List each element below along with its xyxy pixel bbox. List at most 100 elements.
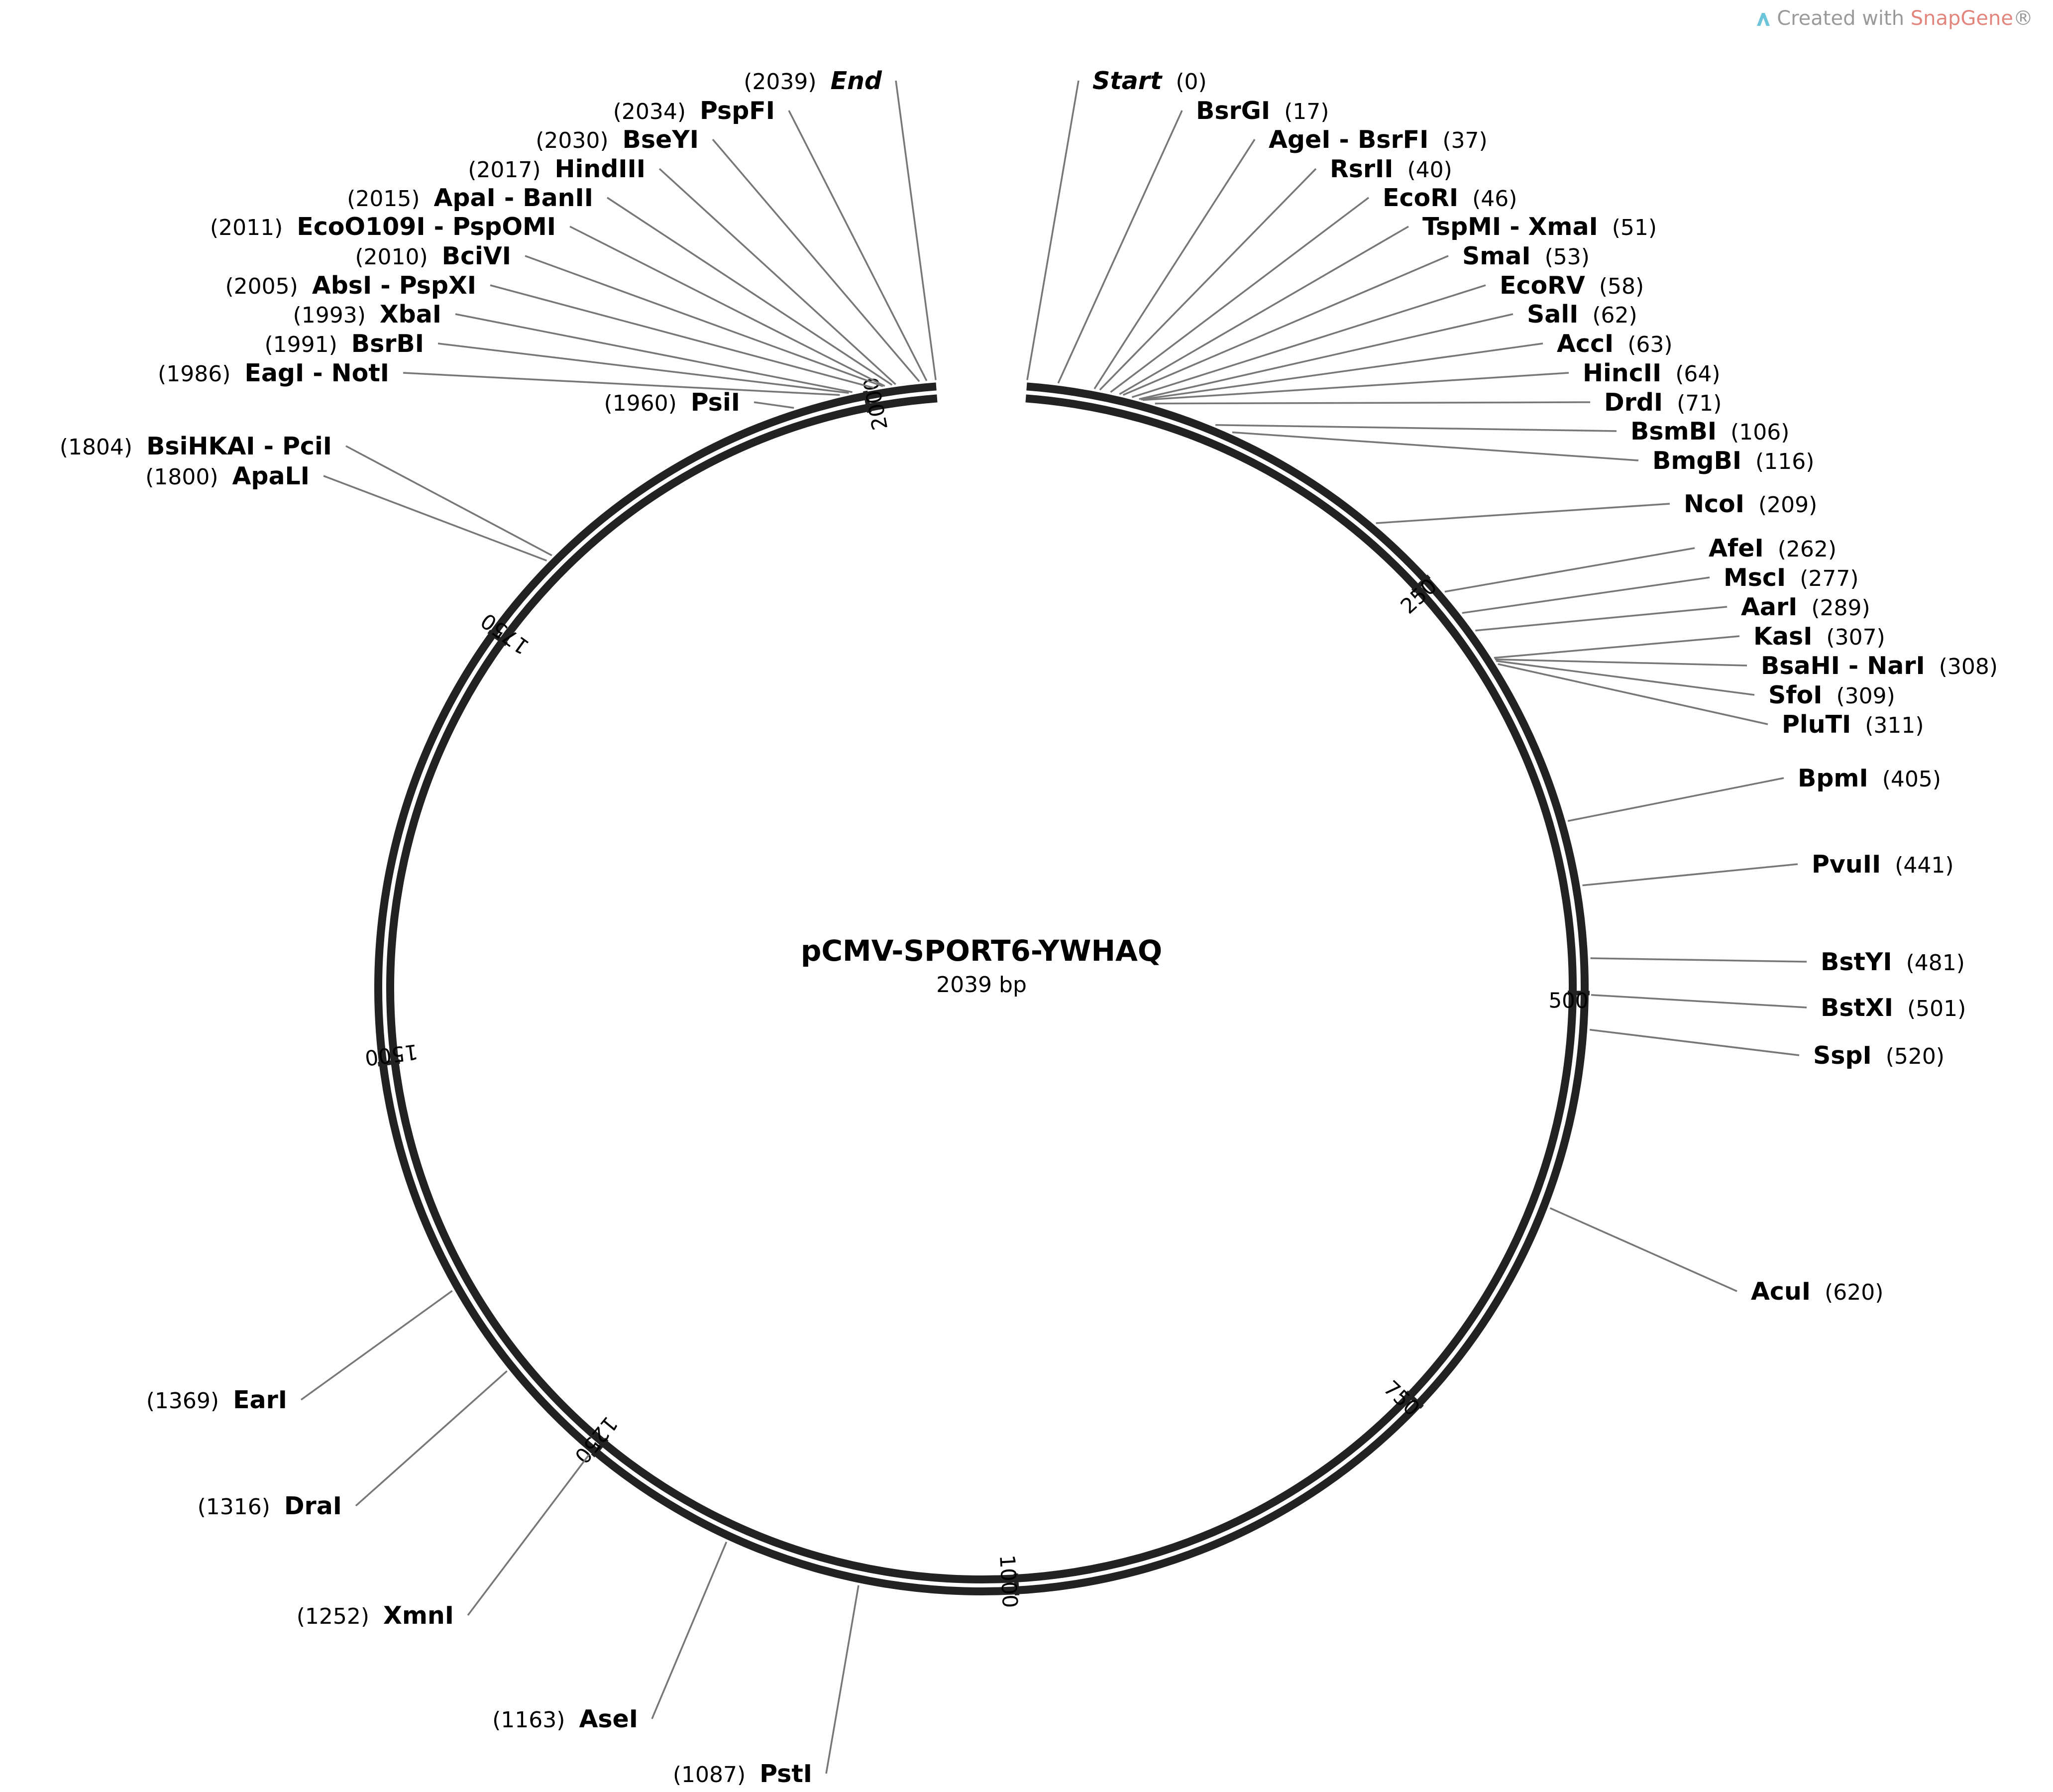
site-label: (2030) BseYI: [536, 125, 699, 154]
enzyme-name: AfeI: [1709, 534, 1764, 562]
label-gap: [270, 1494, 284, 1520]
leader-line: [345, 445, 552, 557]
enzyme-name: BsiHKAI: [146, 432, 255, 460]
site-label: (1369) EarI: [146, 1386, 287, 1414]
leader-line: [1099, 168, 1317, 391]
cut-position: (209): [1758, 492, 1817, 518]
leader-line: [1444, 547, 1695, 593]
label-gap: [1811, 1280, 1825, 1305]
enzyme-name: PspOMI: [452, 213, 556, 241]
cut-position: (289): [1811, 595, 1870, 621]
cut-position: (2005): [225, 274, 298, 299]
site-label: (1163) AseI: [492, 1705, 638, 1733]
label-gap: [1851, 713, 1865, 738]
enzyme-name: XmaI: [1528, 213, 1598, 241]
site-label: AarI (289): [1741, 593, 1870, 621]
site-label: (1804) BsiHKAI - PciI: [60, 432, 332, 460]
label-gap: [686, 99, 700, 124]
enzyme-name: TspMI: [1422, 213, 1501, 241]
leader-line: [323, 475, 547, 561]
plasmid-backbone: [374, 382, 1589, 1595]
plasmid-name: pCMV-SPORT6-YWHAQ: [801, 934, 1162, 968]
enzyme-name: EcoRV: [1500, 271, 1585, 300]
cut-position: (520): [1886, 1044, 1945, 1069]
label-gap: [817, 69, 831, 95]
tick-mark: [863, 390, 872, 413]
label-gap: [219, 1388, 233, 1414]
inner-strand: [386, 394, 1577, 1583]
tick-mark: [487, 629, 508, 647]
label-gap: [1428, 128, 1442, 153]
label-gap: [1868, 767, 1882, 792]
label-separator: -: [1330, 125, 1357, 154]
leader-line: [467, 1454, 590, 1616]
cut-position: (2015): [347, 186, 420, 212]
cut-position: (405): [1882, 767, 1941, 792]
leader-line: [1496, 660, 1755, 696]
label-gap: [1872, 1044, 1886, 1069]
leader-line: [651, 1541, 728, 1719]
cut-position: (501): [1907, 996, 1966, 1021]
site-label: SmaI (53): [1462, 242, 1590, 270]
outer-strand: [374, 382, 1589, 1595]
site-label: DrdI (71): [1604, 388, 1722, 417]
enzyme-name: EagI: [244, 359, 304, 387]
cut-position: (277): [1800, 566, 1858, 591]
leader-line: [1110, 197, 1370, 393]
leader-line: [300, 1290, 453, 1401]
site-label: EcoRV (58): [1500, 271, 1644, 300]
label-gap: [1925, 654, 1939, 679]
label-gap: [1717, 420, 1730, 445]
tick-label: 500: [1548, 988, 1589, 1013]
label-gap: [298, 274, 312, 299]
enzyme-name: SalI: [1527, 300, 1578, 329]
label-gap: [1663, 391, 1677, 416]
site-label: (1991) BsrBI: [264, 330, 424, 358]
label-gap: [366, 303, 380, 328]
enzyme-name: HindIII: [555, 155, 646, 183]
site-label: (2039) End: [744, 67, 882, 95]
enzyme-name: AgeI: [1269, 125, 1330, 154]
enzyme-name: AbsI: [312, 271, 372, 300]
enzyme-name: BsaHI: [1761, 652, 1840, 680]
plasmid-length: 2039 bp: [936, 972, 1027, 998]
enzyme-name: BpmI: [1798, 764, 1868, 792]
site-label: BsaHI - NarI (308): [1761, 652, 1998, 680]
enzyme-name: BciVI: [442, 242, 511, 270]
site-label: (2005) AbsI - PspXI: [225, 271, 476, 300]
cut-position: (2010): [355, 244, 428, 270]
label-gap: [230, 361, 244, 387]
cut-position: (2011): [210, 215, 283, 240]
label-gap: [428, 244, 442, 270]
leader-line: [1475, 606, 1728, 632]
enzyme-name: SmaI: [1462, 242, 1531, 270]
enzyme-name: SfoI: [1768, 681, 1823, 709]
cut-position: (1960): [604, 391, 676, 416]
tick-mark: [1411, 574, 1431, 593]
leader-line: [754, 401, 794, 409]
leader-line: [1142, 372, 1569, 401]
site-label: TspMI - XmaI (51): [1422, 213, 1657, 241]
leader-line: [825, 1585, 860, 1774]
label-gap: [609, 128, 623, 153]
site-label: SspI (520): [1813, 1041, 1945, 1070]
leader-line: [1498, 663, 1768, 725]
enzyme-name: DrdI: [1604, 388, 1663, 417]
label-separator: -: [426, 213, 452, 241]
leader-line: [403, 372, 840, 396]
cut-position: (0): [1176, 69, 1206, 95]
site-label: (1800) ApaLI: [145, 462, 310, 490]
enzyme-name: PspFI: [700, 97, 775, 125]
site-label: MscI (277): [1724, 563, 1859, 592]
label-gap: [565, 1707, 579, 1733]
site-label: (1986) EagI - NotI: [158, 359, 389, 387]
site-label: (1252) XmnI: [297, 1601, 454, 1630]
leader-line: [1589, 1028, 1800, 1056]
cut-position: (2030): [536, 128, 608, 153]
cut-position: (51): [1612, 215, 1657, 240]
cut-position: (1163): [492, 1707, 565, 1733]
site-label: (1960) PsiI: [604, 388, 740, 417]
leader-line: [490, 284, 874, 389]
leader-line: [658, 168, 896, 385]
